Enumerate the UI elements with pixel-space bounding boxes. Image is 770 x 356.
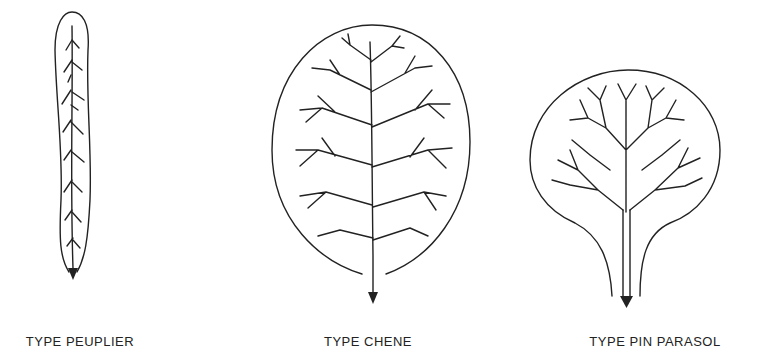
arrow-head [620, 296, 633, 308]
leaf-vein [623, 210, 630, 298]
leaf-outline [55, 12, 90, 272]
leaf-outline [272, 25, 470, 274]
leaf-type-label: TYPE PEUPLIER [24, 334, 136, 349]
leaf-type-label: TYPE PIN PARASOL [587, 334, 722, 349]
leaf-outline [530, 70, 720, 296]
leaf-vein [62, 40, 84, 248]
leaf-type-label: TYPE CHENE [322, 334, 414, 349]
arrow-head [68, 268, 78, 280]
leaf-vein [296, 34, 452, 240]
leaf-vein [552, 84, 702, 212]
leaf-vein [370, 42, 373, 294]
arrow-head [368, 292, 378, 304]
